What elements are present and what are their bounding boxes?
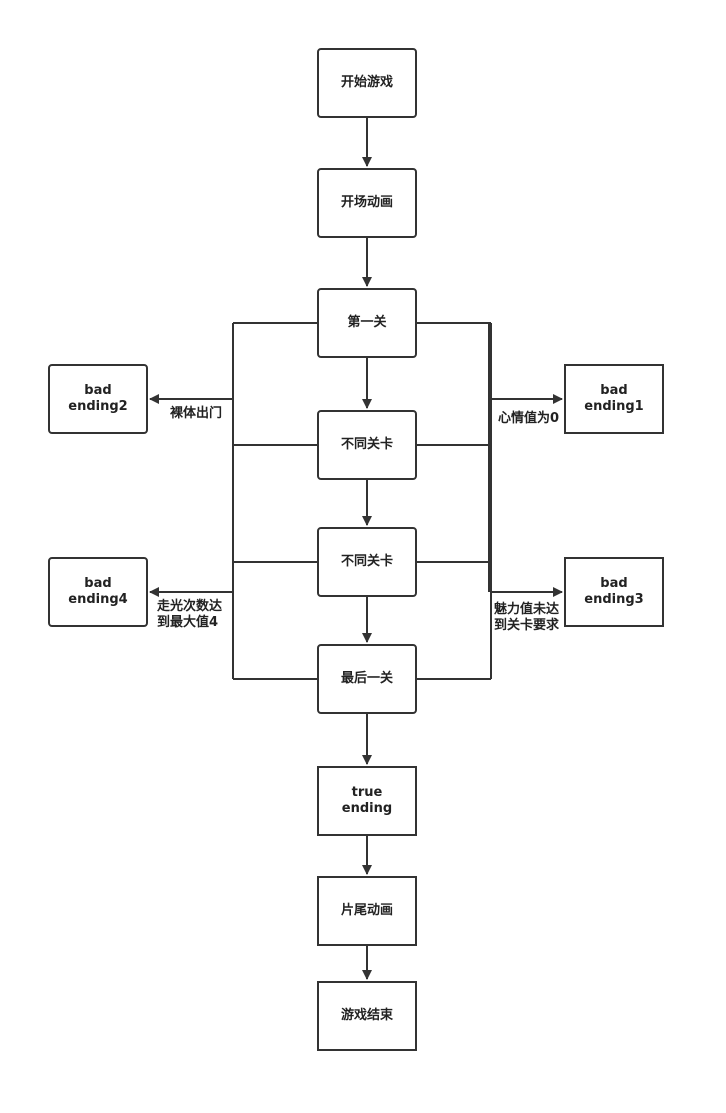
node-ending-animation: 片尾动画: [317, 876, 417, 946]
edge-label-charm-low: 魅力值未达 到关卡要求: [494, 602, 560, 634]
node-bad-ending-1: bad ending1: [564, 364, 664, 434]
node-start-game: 开始游戏: [317, 48, 417, 118]
edge-label-mood-zero: 心情值为0: [498, 411, 560, 427]
node-level-1: 第一关: [317, 288, 417, 358]
node-game-over: 游戏结束: [317, 981, 417, 1051]
node-bad-ending-4: bad ending4: [48, 557, 148, 627]
node-bad-ending-3: bad ending3: [564, 557, 664, 627]
edge-label-exposure-max: 走光次数达 到最大值4: [157, 599, 223, 631]
node-different-level-a: 不同关卡: [317, 410, 417, 480]
node-bad-ending-2: bad ending2: [48, 364, 148, 434]
node-true-ending: true ending: [317, 766, 417, 836]
node-different-level-b: 不同关卡: [317, 527, 417, 597]
node-last-level: 最后一关: [317, 644, 417, 714]
node-opening-animation: 开场动画: [317, 168, 417, 238]
edge-label-naked-out: 裸体出门: [170, 406, 223, 422]
